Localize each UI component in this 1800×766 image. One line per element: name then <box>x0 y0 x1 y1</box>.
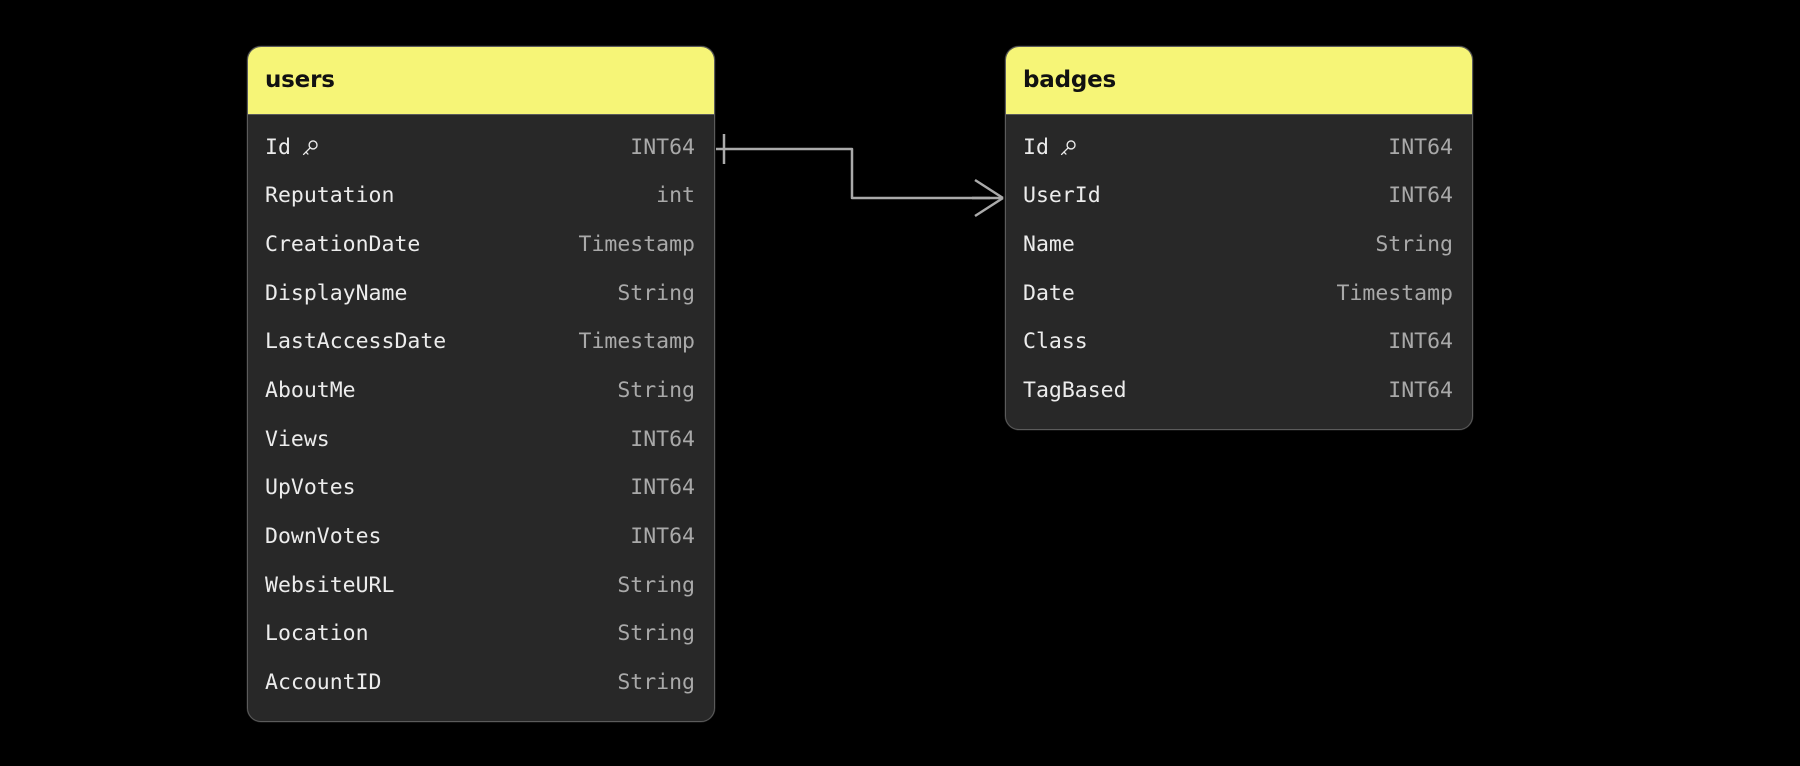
field-name-label: Name <box>1023 231 1075 257</box>
cardinality-many-marker <box>972 178 1004 218</box>
field-row[interactable]: DownVotes INT64 <box>248 513 714 562</box>
field-name-label: Id <box>265 134 291 160</box>
field-name-label: AccountID <box>265 670 382 696</box>
field-name-label: Location <box>265 621 369 647</box>
field-type-label: INT64 <box>630 426 695 452</box>
field-name: UserId <box>1023 185 1101 207</box>
relationship-users-id-to-badges-userid <box>716 134 1004 218</box>
entity-header-users: users <box>248 47 714 115</box>
field-row[interactable]: Id INT64 <box>248 123 714 172</box>
field-name: Views <box>265 429 330 451</box>
field-type-label: INT64 <box>1388 183 1453 209</box>
field-type-label: String <box>617 621 695 647</box>
field-row[interactable]: Name String <box>1006 220 1472 269</box>
field-row[interactable]: Class INT64 <box>1006 318 1472 367</box>
field-row[interactable]: Date Timestamp <box>1006 269 1472 318</box>
field-name-label: TagBased <box>1023 378 1127 404</box>
field-row[interactable]: TagBased INT64 <box>1006 366 1472 415</box>
field-type-label: String <box>617 280 695 306</box>
field-row[interactable]: CreationDate Timestamp <box>248 220 714 269</box>
field-type-label: INT64 <box>630 524 695 550</box>
field-name: LastAccessDate <box>265 331 446 353</box>
field-row[interactable]: DisplayName String <box>248 269 714 318</box>
field-row[interactable]: Id INT64 <box>1006 123 1472 172</box>
field-name-label: WebsiteURL <box>265 572 395 598</box>
field-name-label: LastAccessDate <box>265 329 447 355</box>
field-name-label: DownVotes <box>265 524 382 550</box>
field-name: Id <box>1023 137 1077 159</box>
field-name-label: Class <box>1023 329 1088 355</box>
field-name-label: Id <box>1023 134 1049 160</box>
field-row[interactable]: AboutMe String <box>248 366 714 415</box>
field-name: DownVotes <box>265 526 382 548</box>
field-type-label: INT64 <box>1388 329 1453 355</box>
field-row[interactable]: Views INT64 <box>248 415 714 464</box>
field-type-label: Timestamp <box>578 329 696 355</box>
field-name: Reputation <box>265 185 394 207</box>
field-name: WebsiteURL <box>265 575 394 597</box>
field-type-label: String <box>1375 231 1453 257</box>
entity-title-badges: badges <box>1023 67 1117 93</box>
field-name: DisplayName <box>265 283 407 305</box>
field-name: Name <box>1023 234 1075 256</box>
field-type-label: INT64 <box>630 475 695 501</box>
field-name-label: CreationDate <box>265 231 421 257</box>
field-name-label: Views <box>265 426 330 452</box>
field-name-label: UpVotes <box>265 475 356 501</box>
entity-title-users: users <box>265 67 335 93</box>
field-name-label: DisplayName <box>265 280 408 306</box>
field-name-label: AboutMe <box>265 378 356 404</box>
field-name: AccountID <box>265 672 382 694</box>
entity-header-badges: badges <box>1006 47 1472 115</box>
field-name: TagBased <box>1023 380 1127 402</box>
field-name: Date <box>1023 283 1075 305</box>
field-row[interactable]: AccountID String <box>248 659 714 708</box>
field-name: Id <box>265 137 319 159</box>
key-icon <box>300 139 319 158</box>
field-name: Class <box>1023 331 1088 353</box>
field-row[interactable]: Location String <box>248 610 714 659</box>
field-name-label: Reputation <box>265 183 395 209</box>
relationship-line <box>716 147 990 200</box>
field-type-label: int <box>656 183 695 209</box>
field-row[interactable]: UpVotes INT64 <box>248 464 714 513</box>
field-type-label: String <box>617 670 695 696</box>
field-type-label: INT64 <box>630 134 695 160</box>
field-name: CreationDate <box>265 234 420 256</box>
field-row[interactable]: Reputation int <box>248 172 714 221</box>
field-name: UpVotes <box>265 477 356 499</box>
field-type-label: String <box>617 572 695 598</box>
field-name: Location <box>265 623 369 645</box>
field-row[interactable]: WebsiteURL String <box>248 561 714 610</box>
field-type-label: Timestamp <box>578 231 696 257</box>
field-name-label: UserId <box>1023 183 1101 209</box>
field-type-label: Timestamp <box>1336 280 1454 306</box>
field-type-label: INT64 <box>1388 378 1453 404</box>
field-type-label: INT64 <box>1388 134 1453 160</box>
field-type-label: String <box>617 378 695 404</box>
field-name: AboutMe <box>265 380 356 402</box>
field-row[interactable]: UserId INT64 <box>1006 172 1472 221</box>
field-name-label: Date <box>1023 280 1075 306</box>
key-icon <box>1058 139 1077 158</box>
field-row[interactable]: LastAccessDate Timestamp <box>248 318 714 367</box>
